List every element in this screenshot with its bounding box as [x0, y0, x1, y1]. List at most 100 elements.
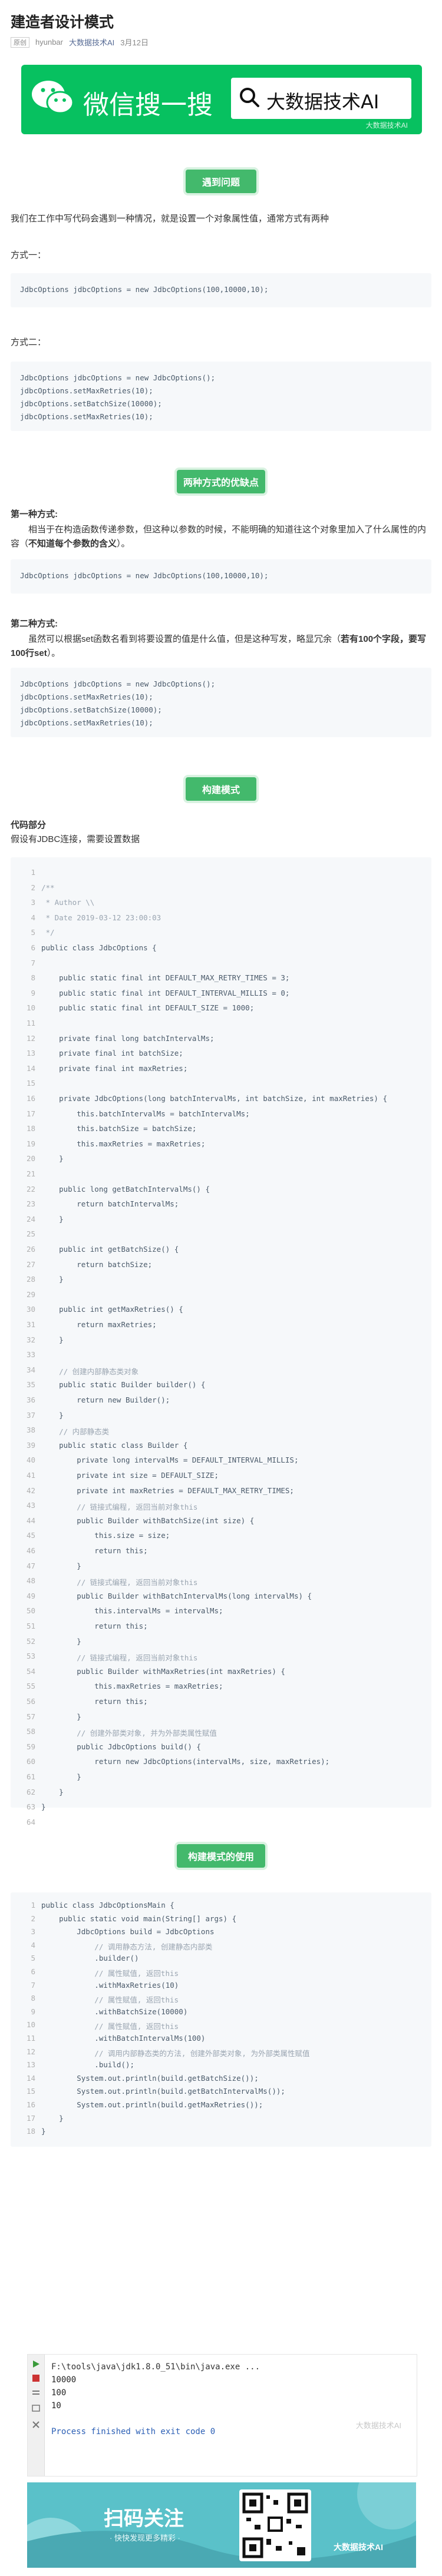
code-line: this.intervalMs = intervalMs;	[41, 1606, 223, 1616]
code-line: jdbcOptions.setBatchSize(10000);	[20, 705, 162, 714]
code-line: JdbcOptions build = JdbcOptions	[41, 1927, 215, 1937]
line-number: 4	[31, 913, 35, 922]
line-number: 44	[26, 1516, 35, 1525]
line-number: 2	[31, 883, 35, 892]
line-number: 64	[26, 1817, 35, 1826]
line-number: 62	[26, 1787, 35, 1796]
banner-search-text: 大数据技术AI	[266, 91, 380, 113]
code-line: }	[41, 1772, 81, 1781]
line-number: 8	[31, 973, 35, 983]
line-number: 40	[26, 1456, 35, 1465]
line-number: 7	[31, 958, 35, 967]
code-line: */	[41, 928, 55, 937]
first-way-code-block: JdbcOptions jdbcOptions = new JdbcOption…	[11, 559, 431, 594]
line-number: 17	[26, 2113, 35, 2123]
line-number: 13	[26, 1049, 35, 1058]
section-heading-usage: 构建模式的使用	[177, 1844, 265, 1868]
line-number: 3	[31, 1927, 35, 1937]
line-number: 63	[26, 1802, 35, 1812]
stop-icon	[32, 2375, 39, 2382]
code-line: public int getMaxRetries() {	[41, 1305, 183, 1314]
code-line: jdbcOptions.setMaxRetries(10);	[20, 386, 153, 395]
code-line: private final long batchIntervalMs;	[41, 1033, 215, 1043]
code-line: JdbcOptions jdbcOptions = new JdbcOption…	[20, 571, 269, 580]
first-way-emphasis: 不知道每个参数的含义	[28, 539, 117, 549]
code-line: return new Builder();	[41, 1395, 170, 1404]
section-heading-pros-cons: 两种方式的优缺点	[177, 470, 265, 493]
second-way-text-a: 虽然可以根据set函数名看到将要设置的值是什么值，但是这种写发，略显冗余（	[28, 634, 341, 644]
line-number: 47	[26, 1561, 35, 1570]
banner-search-box[interactable]: 大数据技术AI	[231, 78, 411, 119]
line-number: 18	[26, 1124, 35, 1133]
second-way-emphasis: 若有100个字段，要写100行set	[11, 634, 427, 658]
line-number: 24	[26, 1214, 35, 1224]
line-number: 58	[26, 1727, 35, 1736]
code-line: }	[41, 1154, 64, 1163]
wechat-search-banner[interactable]: 微信搜一搜 大数据技术AI 大数据技术AI	[21, 65, 422, 134]
code-line: public class JdbcOptionsMain {	[41, 1901, 174, 1909]
line-number: 1	[31, 1901, 35, 1909]
code-line: }	[41, 1802, 46, 1812]
code-line: public static class Builder {	[41, 1440, 188, 1450]
line-number: 50	[26, 1606, 35, 1616]
line-number: 53	[26, 1652, 35, 1661]
line-number: 43	[26, 1501, 35, 1510]
account-name[interactable]: 大数据技术AI	[68, 38, 115, 47]
promo-account: 大数据技术AI	[334, 2542, 383, 2552]
code-line: // 链接式编程, 返回当前对象this	[41, 1503, 198, 1512]
line-number: 10	[26, 2020, 35, 2030]
qr-code[interactable]	[239, 2489, 311, 2561]
code-line: // 内部静态类	[41, 1427, 110, 1437]
code-line: }	[41, 1275, 64, 1284]
code-line: this.batchSize = batchSize;	[41, 1124, 197, 1133]
line-number: 12	[26, 1033, 35, 1043]
console-line: 10000	[51, 2375, 77, 2385]
code-line: .build();	[41, 2060, 135, 2070]
code-line: }	[41, 1561, 81, 1570]
code-line: }	[41, 1636, 81, 1646]
code-line: return maxRetries;	[41, 1320, 157, 1329]
run-icon	[33, 2360, 39, 2368]
first-way-text-a: 相当于在构造函数传递参数，但这种以参数的时候，不能明确的知道往这个对象里加入了什…	[11, 525, 427, 549]
article-meta: 原创 hyunbar 大数据技术AI 3月12日	[11, 37, 149, 48]
code-line: .withMaxRetries(10)	[41, 1980, 179, 1990]
code-line: return batchIntervalMs;	[41, 1199, 179, 1209]
promo-title: 扫码关注	[104, 2508, 184, 2530]
console-toolbar-icons	[32, 2360, 40, 2428]
author-name[interactable]: hyunbar	[35, 38, 63, 47]
second-way-heading: 第二种方式:	[11, 619, 58, 629]
line-number: 11	[26, 2034, 35, 2043]
code-line: public static void main(String[] args) {	[41, 1914, 237, 1923]
line-number: 15	[26, 1079, 35, 1088]
line-number: 27	[26, 1259, 35, 1269]
line-number: 55	[26, 1682, 35, 1691]
line-number: 9	[31, 2007, 35, 2016]
line-number: 17	[26, 1109, 35, 1118]
line-number: 39	[26, 1440, 35, 1450]
console-finish: Process finished with exit code 0	[51, 2427, 216, 2436]
line-number: 9	[31, 988, 35, 997]
section-heading-builder: 构建模式	[186, 777, 256, 801]
first-way-heading: 第一种方式:	[11, 509, 58, 519]
code-line: public class JdbcOptions {	[41, 943, 157, 952]
line-number: 5	[31, 1954, 35, 1963]
code-line: public Builder withBatchSize(int size) {	[41, 1516, 255, 1525]
code-line: return new JdbcOptions(intervalMs, size,…	[41, 1757, 330, 1766]
line-number: 15	[26, 2087, 35, 2096]
code-line: // 调用内部静态类的方法, 创建外部类对象, 为外部类属性赋值	[41, 2048, 310, 2058]
way2-code-block: JdbcOptions jdbcOptions = new JdbcOption…	[11, 362, 431, 431]
code-part-heading: 代码部分	[11, 820, 47, 830]
code-line: .builder()	[41, 1954, 139, 1963]
promo-background	[27, 2482, 416, 2568]
code-line: jdbcOptions.setMaxRetries(10);	[20, 412, 153, 421]
code-line: JdbcOptions jdbcOptions = new JdbcOption…	[20, 373, 216, 382]
code-line: private JdbcOptions(long batchIntervalMs…	[41, 1094, 387, 1103]
console-line: 10	[51, 2401, 61, 2411]
article-title: 建造者设计模式	[11, 14, 114, 31]
line-number: 41	[26, 1471, 35, 1480]
code-line: private final int maxRetries;	[41, 1063, 188, 1073]
line-number: 49	[26, 1591, 35, 1600]
code-line: public static final int DEFAULT_INTERVAL…	[41, 988, 290, 997]
code-line: this.maxRetries = maxRetries;	[41, 1682, 223, 1691]
